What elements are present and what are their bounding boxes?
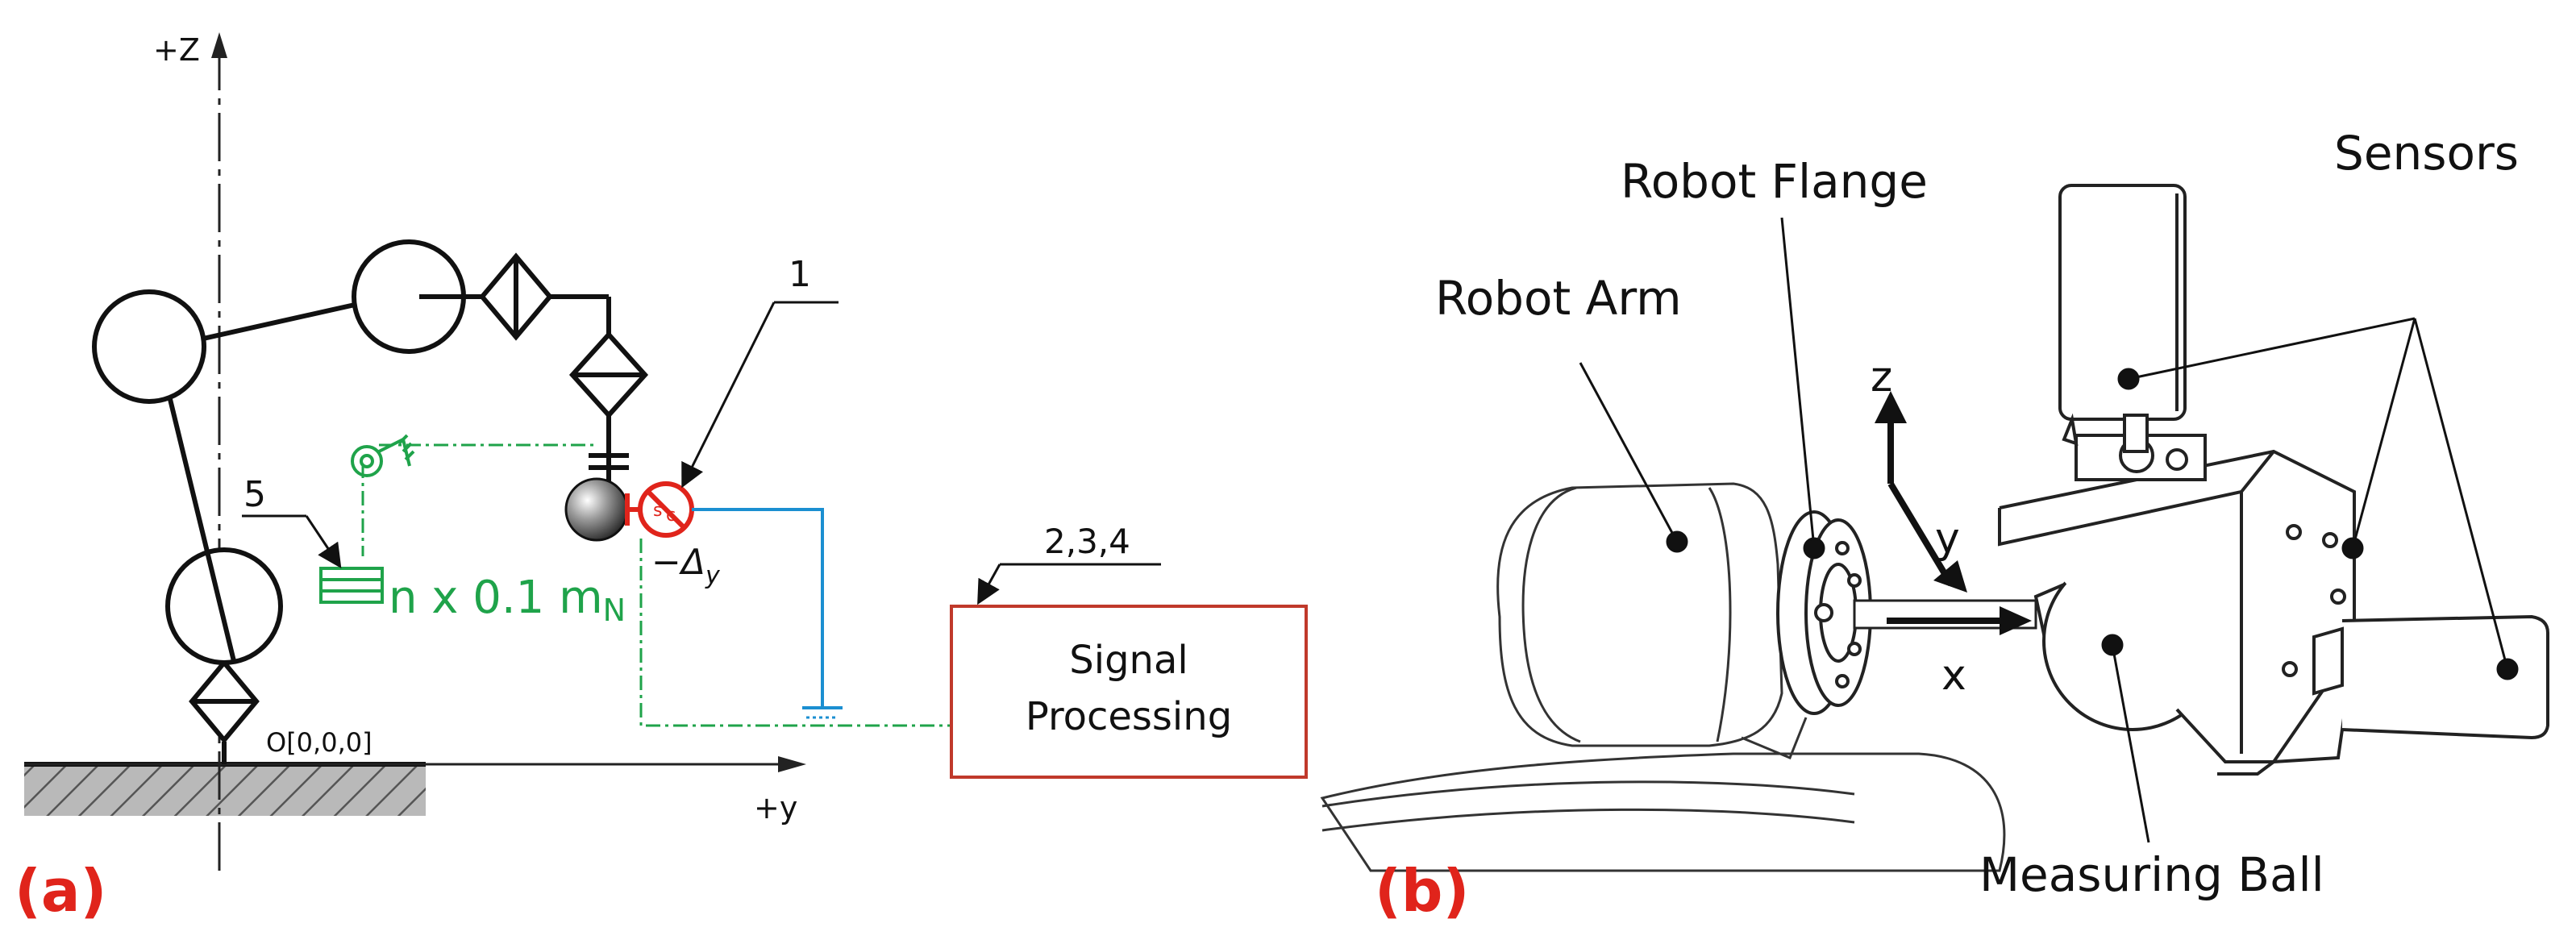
- label-sensors: Sensors: [2334, 126, 2519, 181]
- y-axis-label: +y: [754, 790, 797, 826]
- measuring-ball-schematic: [564, 477, 629, 542]
- green-dashed-path: [361, 443, 951, 727]
- ground-hatch: [24, 764, 426, 816]
- callout-234: 2,3,4: [1044, 522, 1130, 561]
- callout-5: 5: [243, 474, 266, 515]
- svg-text:c: c: [666, 505, 676, 526]
- panel-b: z y x: [1320, 126, 2549, 925]
- svg-text:s: s: [653, 501, 662, 521]
- label-measuring-ball: Measuring Ball: [1979, 847, 2324, 902]
- robot-schematic: [92, 239, 649, 764]
- y-axis-arrowhead: [778, 756, 806, 772]
- horizontal-sensor: [2312, 614, 2549, 740]
- label-robot-flange: Robot Flange: [1621, 154, 1928, 209]
- panel-b-label: (b): [1375, 857, 1469, 925]
- sensor-symbol: s c: [625, 481, 694, 538]
- signal-wire-blue: [692, 508, 824, 708]
- panel-a-label: (a): [15, 857, 106, 925]
- robot-arm-drawing: [1320, 482, 2006, 872]
- green-sensor-icon: [351, 434, 415, 477]
- axis-y-label: y: [1935, 514, 1960, 563]
- signal-line2: Processing: [1026, 694, 1232, 739]
- vertical-sensor: [2058, 184, 2187, 453]
- callout-1: 1: [789, 254, 811, 295]
- signal-processing-box: [950, 605, 1308, 779]
- label-robot-arm: Robot Arm: [1435, 271, 1682, 326]
- z-axis-arrowhead: [211, 32, 227, 58]
- panel-a: +Z +y O[0,0,0]: [15, 32, 1308, 925]
- signal-line1: Signal: [1069, 638, 1188, 683]
- robot-flange-drawing: [1776, 510, 1872, 715]
- weights-icon: [319, 567, 384, 604]
- leader-lines: [1579, 217, 2519, 843]
- sensor-fixture: [1998, 434, 2356, 776]
- origin-label: O[0,0,0]: [266, 727, 372, 758]
- z-axis-label: +Z: [153, 32, 200, 68]
- axis-z-label: z: [1871, 353, 1892, 401]
- mass-label: n x 0.1 mN: [389, 572, 626, 628]
- delta-y-label: −Δy: [651, 542, 721, 590]
- axis-x-label: x: [1941, 651, 1966, 700]
